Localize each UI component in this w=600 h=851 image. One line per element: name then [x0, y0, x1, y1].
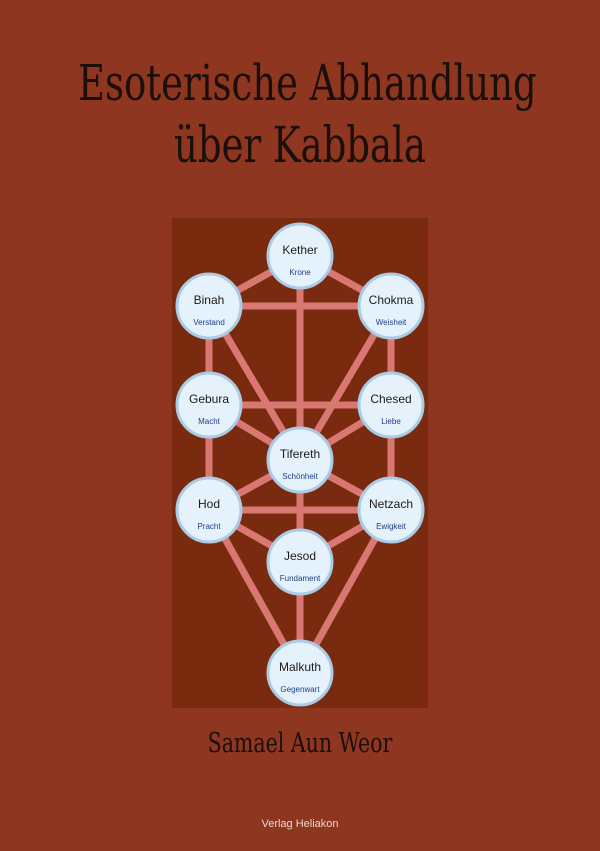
sephira-circle	[266, 222, 334, 290]
sephira-name: Chesed	[370, 392, 411, 406]
sephira-meaning: Gegenwart	[280, 685, 320, 694]
sephira-meaning: Ewigkeit	[376, 522, 407, 531]
book-title: Esoterische Abhandlung über Kabbala	[78, 52, 537, 176]
sephira-circle	[357, 476, 425, 544]
sephira-name: Gebura	[189, 392, 229, 406]
sephira-meaning: Pracht	[197, 522, 221, 531]
sephira-name: Tifereth	[280, 447, 320, 461]
title-line-2: über Kabbala	[174, 116, 426, 174]
nodes-layer: KetherKroneBinahVerstandChokmaWeisheitGe…	[175, 222, 425, 707]
title-line-1: Esoterische Abhandlung	[78, 54, 537, 112]
sephira-meaning: Verstand	[193, 318, 225, 327]
sephira-name: Malkuth	[279, 660, 321, 674]
publisher-name: Verlag Heliakon	[261, 818, 339, 830]
sephira-name: Binah	[194, 293, 225, 307]
sephira-circle	[266, 528, 334, 596]
sephira-circle	[175, 272, 243, 340]
sephira-meaning: Liebe	[381, 417, 401, 426]
sephira-circle	[175, 371, 243, 439]
sephira-meaning: Macht	[198, 417, 221, 426]
sephira-name: Chokma	[369, 293, 414, 307]
sephira-name: Hod	[198, 497, 220, 511]
sephira-meaning: Fundament	[280, 574, 321, 583]
sephira-circle	[357, 371, 425, 439]
sephira-name: Netzach	[369, 497, 413, 511]
sephira-name: Kether	[282, 243, 317, 257]
sephira-circle	[175, 476, 243, 544]
sephira-circle	[357, 272, 425, 340]
sephira-circle	[266, 639, 334, 707]
tree-of-life-svg: KetherKroneBinahVerstandChokmaWeisheitGe…	[175, 222, 425, 707]
sephira-circle	[266, 426, 334, 494]
sephira-meaning: Schönheit	[282, 472, 318, 481]
sephira-meaning: Krone	[289, 268, 311, 277]
author-name: Samael Aun Weor	[207, 728, 393, 759]
sephira-name: Jesod	[284, 549, 316, 563]
sephira-meaning: Weisheit	[376, 318, 407, 327]
